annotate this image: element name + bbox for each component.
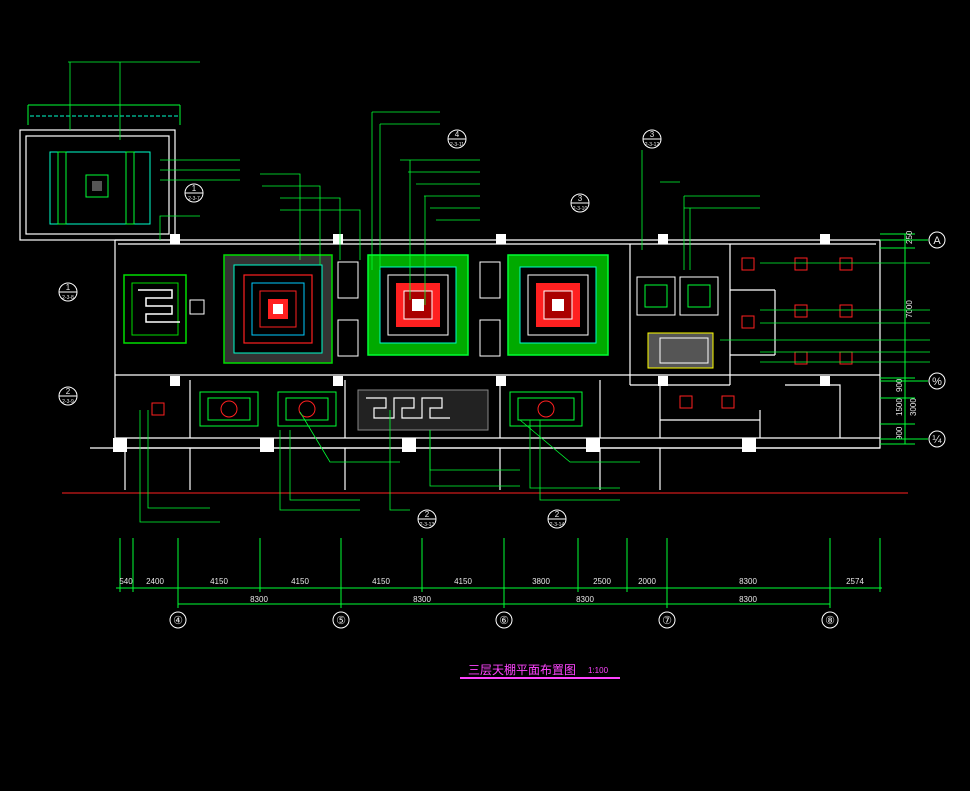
dim-total-2: 8300 — [413, 595, 431, 604]
svg-text:2-3-11: 2-3-11 — [450, 142, 464, 148]
svg-text:4: 4 — [455, 130, 460, 139]
section-markers: 1 2-3-8 2 2-3-9 3 2-3-10 4 2-3-11 1 2-3-… — [58, 129, 662, 529]
svg-text:1: 1 — [192, 184, 197, 193]
section-marker-2: 2 2-3-9 — [58, 386, 78, 406]
right-dim-1: 250 — [905, 230, 914, 244]
dim-seg-9: 2000 — [638, 577, 656, 586]
grid-axis-4: ④ — [173, 615, 183, 627]
bottom-dimension-lines — [116, 538, 882, 608]
svg-text:2-3-7: 2-3-7 — [188, 196, 200, 202]
ceiling-panel-1 — [223, 254, 333, 364]
svg-text:2-3-10: 2-3-10 — [573, 206, 588, 212]
section-marker-1: 1 2-3-8 — [58, 282, 78, 302]
annotation-leaders — [68, 61, 930, 523]
dim-seg-4: 4150 — [291, 577, 309, 586]
lower-corridor — [199, 389, 583, 431]
title-block: 三层天棚平面布置图 1:100 — [460, 662, 620, 679]
grid-axis-8: ⑧ — [825, 615, 835, 627]
right-rooms — [151, 257, 853, 416]
section-marker-3: 3 2-3-10 — [570, 193, 590, 213]
ceiling-panel-2 — [337, 254, 501, 357]
horizontal-grid-bubbles: A % ¼ — [880, 231, 946, 448]
svg-text:1: 1 — [66, 283, 71, 292]
grid-axis-sub-1: % — [932, 376, 942, 388]
right-dim-6: 900 — [895, 426, 904, 440]
svg-text:2: 2 — [425, 510, 430, 519]
section-marker-4: 4 2-3-11 — [447, 129, 467, 149]
right-dimension-labels: 250 7000 900 1500 3000 900 — [895, 230, 918, 440]
dim-seg-3: 4150 — [210, 577, 228, 586]
bottom-dimension-labels: 540 2400 4150 4150 4150 4150 3800 2500 2… — [119, 577, 864, 604]
vertical-grid-bubbles: ④ ⑤ ⑥ ⑦ ⑧ — [169, 611, 839, 629]
grid-axis-7: ⑦ — [662, 615, 672, 627]
dim-seg-11: 2574 — [846, 577, 864, 586]
dim-seg-2: 2400 — [146, 577, 164, 586]
svg-text:2-3-13: 2-3-13 — [420, 522, 435, 528]
dim-total-4: 8300 — [739, 595, 757, 604]
section-marker-5: 1 2-3-7 — [184, 183, 204, 203]
dim-seg-1: 540 — [119, 577, 133, 586]
svg-text:2-3-14: 2-3-14 — [550, 522, 565, 528]
dim-seg-10: 8300 — [739, 577, 757, 586]
right-dim-3: 900 — [895, 378, 904, 392]
right-dim-5: 3000 — [909, 398, 918, 416]
grid-axis-sub-2: ¼ — [932, 434, 942, 446]
drawing-title: 三层天棚平面布置图 — [468, 662, 576, 677]
drawing-scale: 1:100 — [588, 666, 609, 675]
svg-text:2: 2 — [555, 510, 560, 519]
grid-axis-6: ⑥ — [499, 615, 509, 627]
section-marker-7: 2 2-3-13 — [417, 509, 437, 529]
svg-text:2-3-12: 2-3-12 — [645, 142, 660, 148]
svg-text:3: 3 — [650, 130, 655, 139]
annex-room — [27, 104, 181, 225]
dim-total-1: 8300 — [250, 595, 268, 604]
svg-text:3: 3 — [578, 194, 583, 203]
svg-text:2-3-8: 2-3-8 — [62, 295, 74, 301]
svg-text:2: 2 — [66, 387, 71, 396]
grid-axis-A: A — [933, 235, 941, 247]
dim-total-3: 8300 — [576, 595, 594, 604]
structural-columns — [113, 234, 830, 452]
section-marker-6: 3 2-3-12 — [642, 129, 662, 149]
right-dim-2: 7000 — [905, 300, 914, 318]
left-patterned-ceiling — [123, 274, 205, 344]
dim-seg-8: 2500 — [593, 577, 611, 586]
section-marker-8: 2 2-3-14 — [547, 509, 567, 529]
dim-seg-7: 3800 — [532, 577, 550, 586]
ceiling-panel-3 — [507, 254, 609, 356]
grid-axis-5: ⑤ — [336, 615, 346, 627]
right-dim-4: 1500 — [895, 398, 904, 416]
dim-seg-6: 4150 — [454, 577, 472, 586]
dim-seg-5: 4150 — [372, 577, 390, 586]
right-dimension-chain — [880, 233, 915, 445]
svg-text:2-3-9: 2-3-9 — [62, 399, 74, 405]
